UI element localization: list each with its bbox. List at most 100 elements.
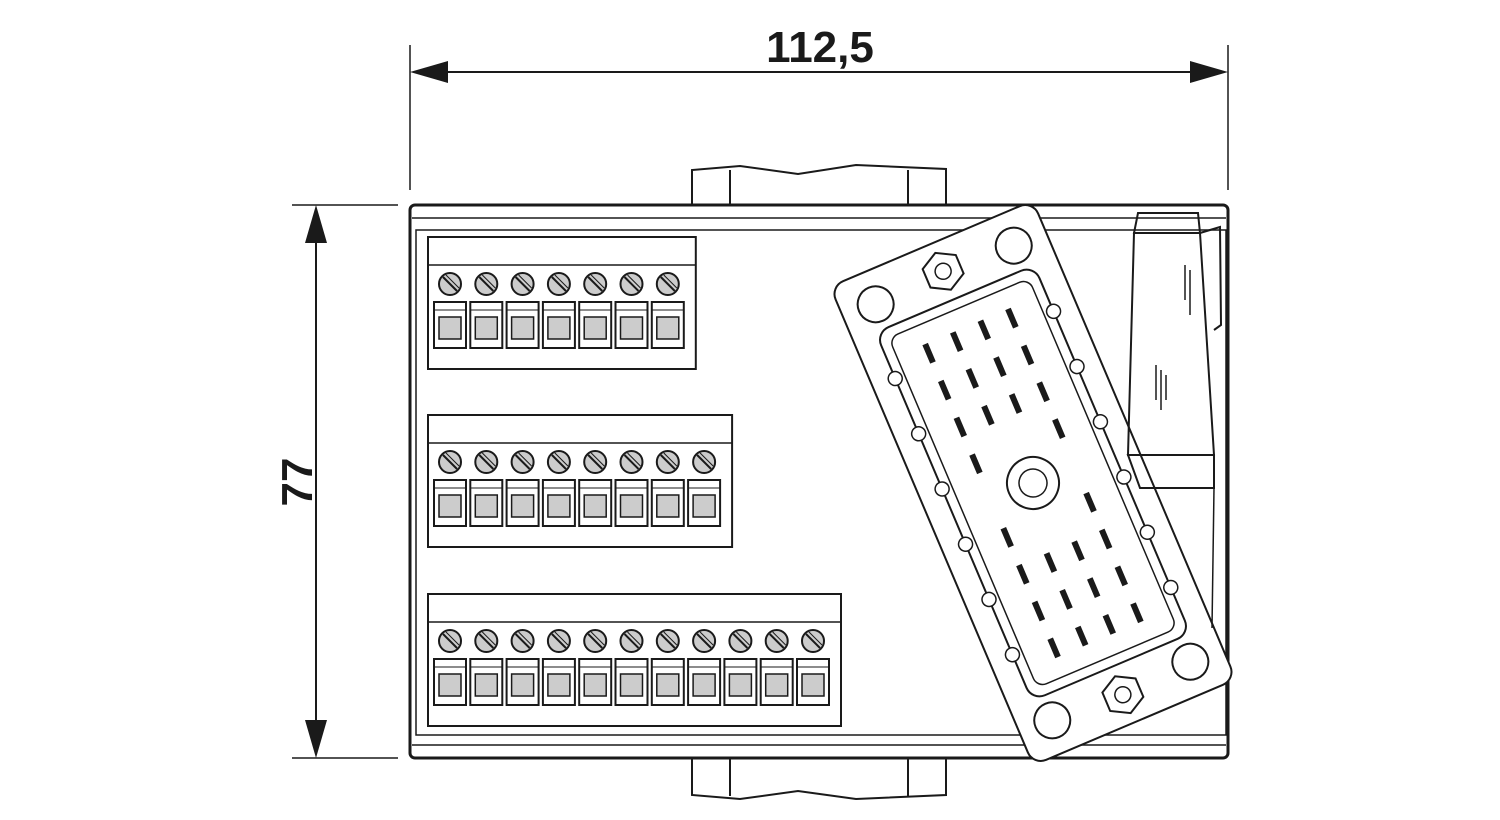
terminal-screw — [655, 629, 680, 653]
connector-pin — [965, 368, 979, 389]
terminal-clamp — [578, 301, 613, 349]
terminal-clamp — [541, 658, 576, 706]
terminal-screw — [692, 629, 717, 653]
connector-pin — [993, 356, 1007, 378]
terminal-clamp — [650, 479, 685, 527]
multi-pole-connector — [833, 204, 1233, 762]
terminal-clamp — [650, 658, 685, 706]
connector-pin — [969, 453, 983, 475]
connector-pin — [1130, 602, 1144, 624]
connector-pin — [953, 416, 967, 438]
mounting-hole — [994, 226, 1033, 265]
hex-nut-top — [921, 251, 965, 291]
terminal-clamp — [469, 479, 504, 527]
width-arrow-right — [1190, 61, 1228, 83]
connector-pin — [1000, 527, 1014, 548]
terminal-screw — [546, 272, 571, 296]
connector-pin — [1020, 344, 1035, 366]
terminal-block-bottom — [427, 593, 842, 727]
mounting-hole — [1033, 701, 1072, 740]
connector-pin — [922, 342, 936, 364]
width-arrow-left — [410, 61, 448, 83]
connector-pin — [1099, 528, 1113, 550]
terminal-screw — [619, 629, 644, 653]
width-dimension: 112,5 — [409, 23, 1229, 190]
connector-pin — [1083, 491, 1097, 513]
height-arrow-top — [305, 205, 327, 243]
connector-pin — [1059, 588, 1073, 610]
terminal-screw — [474, 629, 499, 653]
connector-pin — [1102, 614, 1116, 635]
terminal-clamp — [578, 658, 613, 706]
height-dimension: 77 — [273, 204, 398, 759]
connector-pin — [950, 331, 964, 352]
connector-pin — [1005, 307, 1019, 329]
terminal-clamp — [433, 301, 467, 349]
connector-pin — [1031, 600, 1046, 622]
terminal-block-middle — [427, 414, 734, 548]
terminal-screw — [801, 629, 825, 653]
terminal-clamp — [614, 301, 649, 349]
connector-pin — [1047, 637, 1061, 659]
connector-pin — [1016, 563, 1030, 585]
mounting-hole — [1171, 642, 1210, 681]
terminal-screw — [438, 272, 462, 296]
terminal-screw — [583, 272, 608, 296]
terminal-clamp — [687, 479, 722, 527]
connector-pin — [1075, 625, 1089, 647]
terminal-block-top — [427, 236, 697, 370]
rail-clip-bottom — [691, 758, 947, 801]
connector-pin — [1036, 381, 1050, 403]
connector-pin — [1008, 393, 1023, 414]
terminal-clamp — [614, 479, 649, 527]
terminal-clamp — [505, 301, 540, 349]
mounting-hole — [856, 285, 895, 324]
connector-pin — [977, 319, 991, 341]
connector-pin — [1043, 552, 1058, 573]
terminal-clamp — [687, 658, 722, 706]
terminal-screw — [546, 629, 571, 653]
center-screw — [1006, 456, 1060, 510]
terminal-screw — [546, 450, 571, 474]
height-arrow-bottom — [305, 720, 327, 758]
connector-pin — [1114, 565, 1128, 587]
terminal-screw — [619, 450, 644, 474]
terminal-screw — [510, 450, 535, 474]
terminal-clamp — [796, 658, 830, 706]
terminal-screw — [583, 629, 608, 653]
rail-clip-top — [691, 163, 947, 205]
terminal-clamp — [759, 658, 794, 706]
width-label: 112,5 — [766, 23, 874, 72]
terminal-screw — [655, 272, 680, 296]
connector-pin — [1052, 418, 1066, 439]
connector-pin — [1071, 540, 1085, 562]
terminal-clamp — [614, 658, 649, 706]
terminal-screw — [692, 450, 717, 474]
terminal-screw — [474, 272, 499, 296]
terminal-clamp — [723, 658, 758, 706]
terminal-clamp — [469, 658, 504, 706]
terminal-clamp — [505, 658, 540, 706]
hex-nut-bottom — [1101, 675, 1145, 715]
connector-pin — [938, 379, 952, 401]
connector-pin — [1087, 577, 1101, 598]
terminal-screw — [438, 450, 462, 474]
terminal-clamp — [433, 658, 467, 706]
terminal-clamp — [578, 479, 613, 527]
terminal-clamp — [469, 301, 504, 349]
terminal-screw — [764, 629, 789, 653]
terminal-clamp — [541, 301, 576, 349]
terminal-screw — [655, 450, 680, 474]
terminal-screw — [619, 272, 644, 296]
terminal-screw — [510, 629, 535, 653]
terminal-screw — [510, 272, 535, 296]
height-label: 77 — [273, 458, 322, 507]
module-housing — [408, 203, 1230, 760]
terminal-clamp — [650, 301, 685, 349]
connector-pin — [981, 404, 995, 426]
terminal-screw — [728, 629, 753, 653]
terminal-screw — [438, 629, 462, 653]
terminal-screw — [474, 450, 499, 474]
terminal-clamp — [433, 479, 467, 527]
